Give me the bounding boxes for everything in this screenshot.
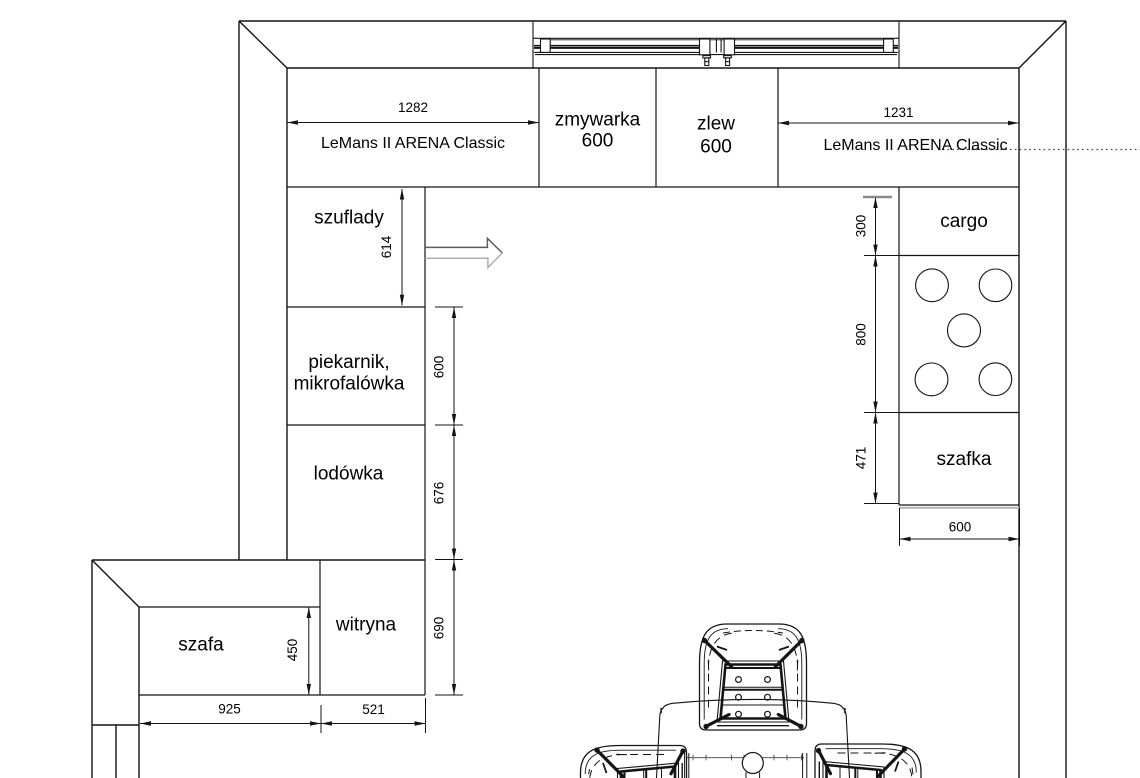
svg-text:szuflady: szuflady [314, 208, 384, 229]
svg-text:676: 676 [432, 482, 447, 505]
svg-text:LeMans II ARENA Classic: LeMans II ARENA Classic [321, 135, 505, 152]
svg-text:zmywarka: zmywarka [555, 110, 641, 131]
svg-text:600: 600 [582, 131, 614, 152]
svg-text:mikrofalówka: mikrofalówka [294, 374, 405, 395]
svg-text:600: 600 [949, 520, 972, 535]
svg-text:521: 521 [362, 702, 385, 717]
svg-text:800: 800 [854, 323, 869, 346]
svg-text:300: 300 [854, 215, 869, 238]
svg-text:600: 600 [700, 137, 732, 158]
svg-text:600: 600 [432, 356, 447, 379]
svg-text:471: 471 [854, 447, 869, 470]
svg-text:witryna: witryna [335, 615, 397, 636]
svg-text:1282: 1282 [398, 100, 428, 115]
svg-text:lodówka: lodówka [314, 464, 384, 485]
svg-text:cargo: cargo [940, 211, 988, 232]
svg-text:LeMans II ARENA Classic: LeMans II ARENA Classic [823, 137, 1007, 154]
svg-text:szafa: szafa [178, 635, 224, 656]
svg-text:1231: 1231 [883, 105, 913, 120]
svg-text:614: 614 [379, 235, 394, 258]
svg-text:zlew: zlew [697, 114, 735, 135]
svg-text:690: 690 [432, 617, 447, 640]
svg-text:piekarnik,: piekarnik, [308, 352, 389, 373]
svg-text:szafka: szafka [937, 449, 992, 470]
svg-text:925: 925 [218, 702, 241, 717]
svg-text:450: 450 [285, 639, 300, 662]
